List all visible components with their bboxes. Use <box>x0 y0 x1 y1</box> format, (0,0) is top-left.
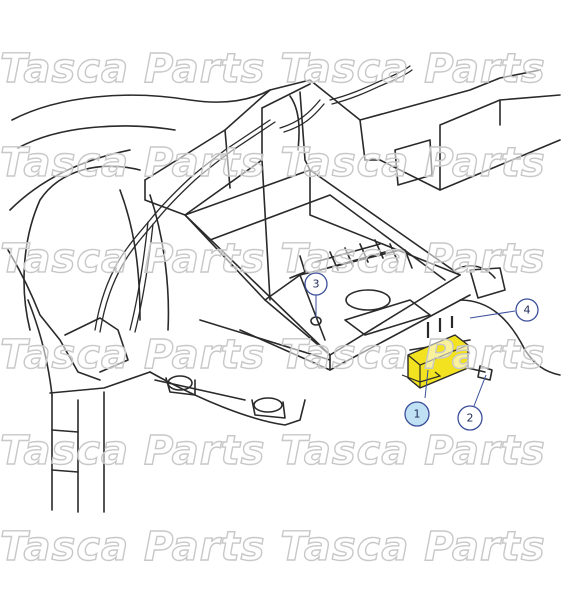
leader-lines <box>315 293 516 407</box>
upper-rail <box>144 79 366 216</box>
callout-number: 4 <box>524 304 531 317</box>
callout-2: 2 <box>457 405 483 431</box>
callout-3: 3 <box>304 272 328 296</box>
callout-1: 1 <box>404 401 430 427</box>
callout-number: 3 <box>313 278 320 291</box>
fender-arch <box>9 89 271 331</box>
wiring-harness <box>94 65 413 333</box>
frame-beam <box>359 69 561 191</box>
callout-number: 2 <box>467 412 474 425</box>
callout-number: 1 <box>414 408 421 421</box>
battery-tray <box>184 159 471 371</box>
starter-relay-part <box>401 316 469 389</box>
left-pillar <box>7 249 151 513</box>
lower-bracket <box>149 371 306 426</box>
callout-4: 4 <box>515 298 539 322</box>
